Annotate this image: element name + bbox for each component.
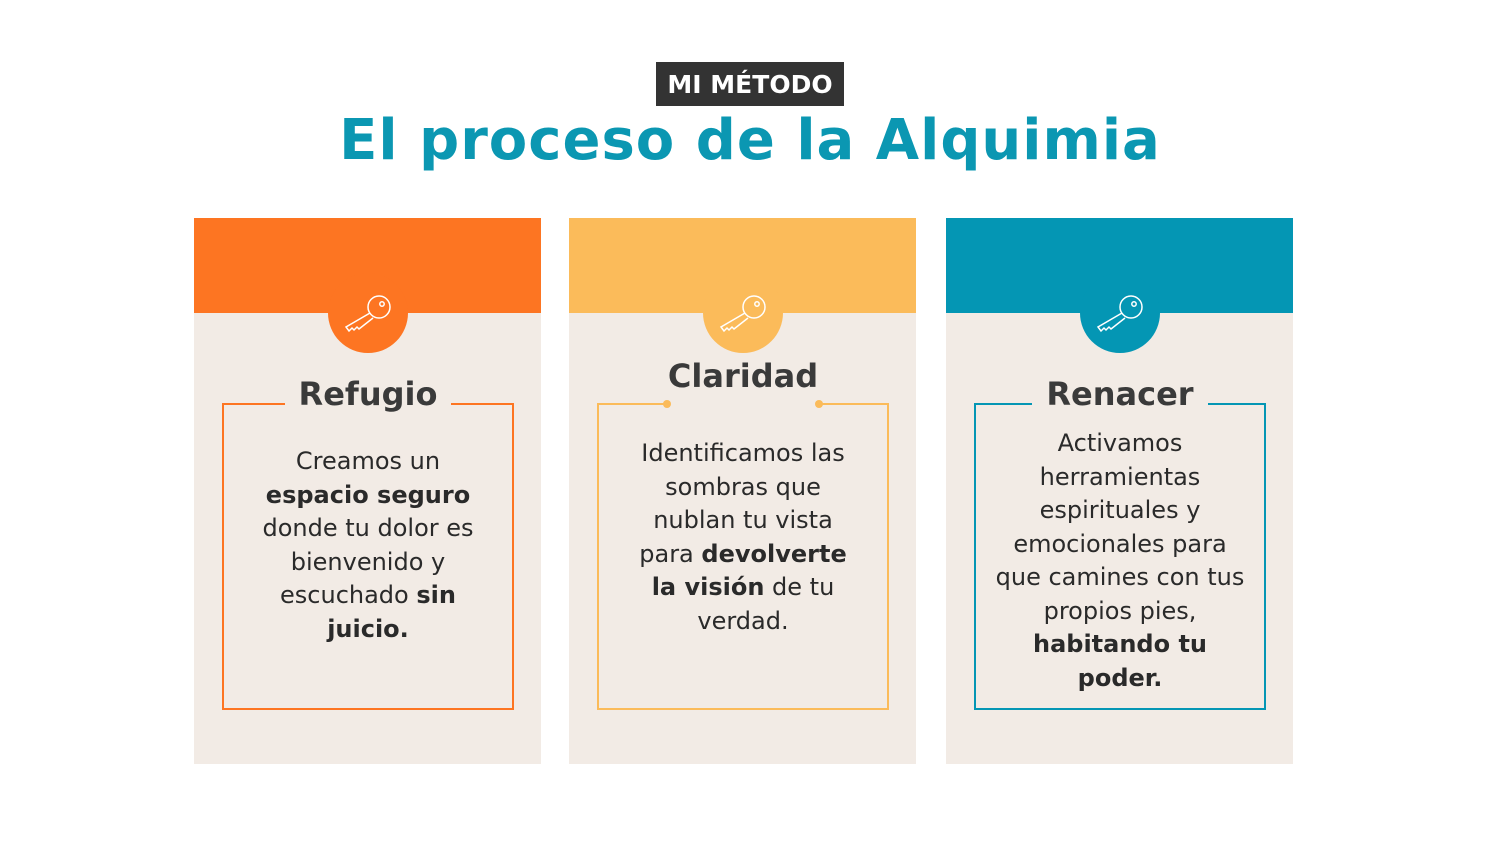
card-title: Refugio (224, 375, 512, 413)
card-description: Identificamos las sombras que nublan tu … (599, 437, 887, 638)
card-description: Creamos un espacio seguro donde tu dolor… (224, 445, 512, 646)
body-text: Creamos un (295, 447, 441, 475)
step-card-claridad: Claridad Identificamos las sombras que n… (569, 218, 916, 764)
emphasis-text: sin juicio. (327, 581, 456, 643)
emphasis-text: devolverte la visión (651, 539, 847, 602)
card-frame: Claridad Identificamos las sombras que n… (597, 357, 889, 710)
key-icon (719, 295, 766, 333)
card-frame: Refugio Creamos un espacio seguro donde … (222, 375, 514, 710)
emphasis-text: espacio seguro (265, 480, 471, 509)
frame-dot (815, 400, 823, 408)
body-text: de tu verdad. (697, 573, 835, 635)
step-card-refugio: Refugio Creamos un espacio seguro donde … (194, 218, 541, 764)
body-text: Activamos herramientas espirituales y em… (995, 429, 1245, 625)
section-badge: MI MÉTODO (656, 62, 844, 106)
icon-circle (328, 273, 408, 353)
icon-circle (1080, 273, 1160, 353)
key-icon (1096, 295, 1143, 333)
card-frame: Renacer Activamos herramientas espiritua… (974, 375, 1266, 710)
icon-circle (703, 273, 783, 353)
key-icon (344, 295, 391, 333)
card-title: Claridad (599, 357, 887, 395)
card-description: Activamos herramientas espirituales y em… (976, 427, 1264, 695)
body-text: donde tu dolor es bienvenido y escuchado (262, 514, 474, 609)
card-title: Renacer (976, 375, 1264, 413)
step-card-renacer: Renacer Activamos herramientas espiritua… (946, 218, 1293, 764)
body-text: Identificamos las sombras que nublan tu … (639, 439, 845, 568)
emphasis-text: habitando tu poder. (1032, 630, 1208, 692)
page-title: El proceso de la Alquimia (339, 108, 1161, 173)
frame-dot (663, 400, 671, 408)
